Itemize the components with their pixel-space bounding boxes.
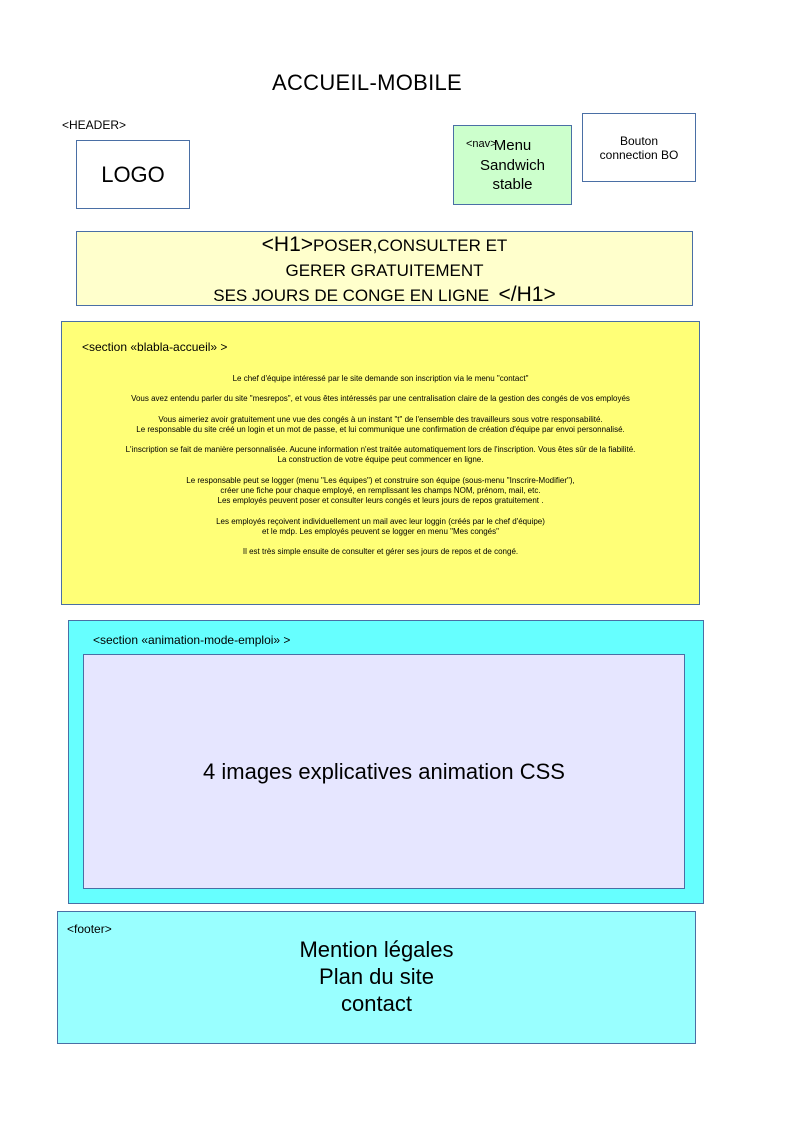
blabla-paragraph: Le responsable peut se logger (menu "Les… — [61, 476, 700, 507]
blabla-line: La construction de votre équipe peut com… — [277, 455, 484, 465]
blabla-line: Les employés reçoivent individuellement … — [216, 516, 545, 526]
nav-menu-line: Menu — [493, 137, 532, 154]
h1-block — [76, 231, 693, 306]
bo-button-line: Bouton — [619, 133, 659, 148]
blabla-paragraph: Le chef d'équipe intéressé par le site d… — [61, 374, 700, 384]
blabla-line: L'inscription se fait de manière personn… — [125, 445, 636, 455]
footer-link-legal[interactable]: Mention légales — [299, 937, 454, 962]
page-title: ACCUEIL-MOBILE — [271, 70, 463, 95]
footer-block — [57, 911, 696, 1044]
nav-menu-placeholder — [453, 125, 572, 205]
h1-close-tag: </H1> — [498, 283, 556, 306]
blabla-paragraph: Vous aimeriez avoir gratuitement une vue… — [61, 415, 700, 436]
blabla-paragraph: L'inscription se fait de manière personn… — [61, 445, 700, 466]
nav-menu-line: Sandwich — [479, 156, 546, 174]
animation-placeholder-label: 4 images explicatives animation CSS — [203, 758, 565, 784]
bo-connection-button-placeholder: Bouton connection BO — [582, 113, 696, 182]
nav-tag-label: <nav> — [466, 138, 497, 150]
blabla-paragraph: Vous avez entendu parler du site "mesrep… — [61, 394, 700, 404]
blabla-line: et le mdp. Les employés peuvent se logge… — [262, 526, 499, 536]
header-tag-label: <HEADER> — [62, 118, 127, 132]
logo-label: LOGO — [101, 161, 165, 187]
blabla-line: Vous aimeriez avoir gratuitement une vue… — [158, 414, 603, 424]
blabla-line: Il est très simple ensuite de consulter … — [242, 547, 519, 557]
section-blabla-accueil — [61, 321, 700, 605]
section-tag-label: <section «animation-mode-emploi» > — [93, 633, 291, 647]
footer-links: Mention légales Plan du site contact — [57, 936, 696, 1017]
blabla-paragraph: Les employés reçoivent individuellement … — [61, 517, 700, 538]
blabla-body-text: Le chef d'équipe intéressé par le site d… — [61, 374, 700, 568]
blabla-line: Le responsable du site créé un login et … — [136, 424, 625, 434]
blabla-line: créer une fiche pour chaque employé, en … — [220, 486, 541, 496]
footer-link-sitemap[interactable]: Plan du site — [319, 964, 434, 989]
blabla-paragraph: Il est très simple ensuite de consulter … — [61, 547, 700, 557]
bo-button-line: connection BO — [599, 147, 679, 162]
h1-line: POSER,CONSULTER ET — [313, 236, 508, 255]
logo-placeholder: LOGO — [76, 140, 190, 209]
nav-menu-line: stable — [492, 176, 533, 193]
blabla-line: Le chef d'équipe intéressé par le site d… — [232, 374, 529, 383]
animation-images-placeholder: 4 images explicatives animation CSS — [83, 654, 685, 889]
nav-menu-label: Menu Sandwich stable — [453, 136, 572, 195]
footer-link-contact[interactable]: contact — [341, 991, 412, 1016]
blabla-line: Les employés peuvent poser et consulter … — [217, 496, 544, 506]
blabla-line: Vous avez entendu parler du site "mesrep… — [131, 394, 630, 404]
h1-line: GERER GRATUITEMENT — [285, 260, 484, 280]
blabla-line: Le responsable peut se logger (menu "Les… — [186, 475, 575, 485]
footer-tag-label: <footer> — [67, 922, 112, 936]
section-tag-label: <section «blabla-accueil» > — [82, 340, 228, 354]
h1-line: SES JOURS DE CONGE EN LIGNE — [213, 286, 490, 305]
h1-text: <H1>POSER,CONSULTER ET GERER GRATUITEMEN… — [76, 233, 693, 309]
h1-open-tag: <H1> — [261, 233, 314, 256]
